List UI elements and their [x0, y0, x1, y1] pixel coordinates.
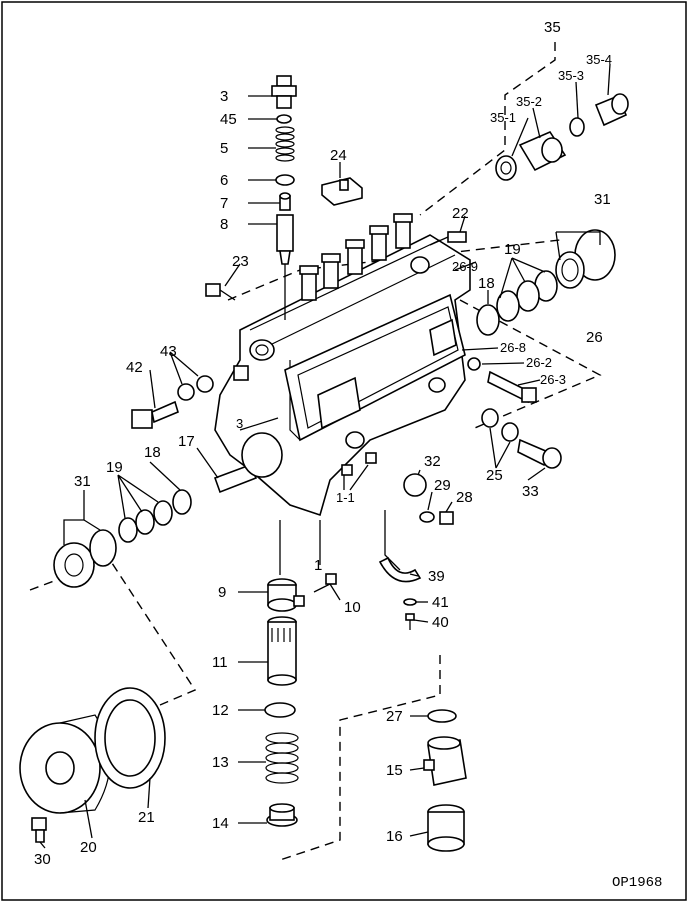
part-13-spring [265, 732, 299, 784]
callout-9: 9 [218, 584, 226, 601]
callout-5: 5 [220, 140, 228, 157]
callout-6: 6 [220, 172, 228, 189]
callout-22: 22 [452, 205, 469, 222]
callout-40: 40 [432, 614, 449, 631]
callout-1: 1 [314, 557, 322, 574]
callout-18-right: 18 [478, 275, 495, 292]
callout-23: 23 [232, 253, 249, 270]
callout-42: 42 [126, 359, 143, 376]
callout-33: 33 [522, 483, 539, 500]
part-15-tappet [423, 736, 467, 786]
callout-26-8: 26-8 [500, 340, 526, 355]
part-21-gasket [94, 687, 166, 789]
callout-35-3: 35-3 [558, 68, 584, 83]
callout-39: 39 [428, 568, 445, 585]
callout-26-2: 26-2 [526, 355, 552, 370]
callout-13: 13 [212, 754, 229, 771]
part-33-banjo-bolt [517, 438, 562, 469]
part-10-screw [313, 573, 337, 593]
part-17-camshaft [213, 417, 283, 494]
part-35-assembly [495, 93, 629, 181]
callout-26: 26 [586, 329, 603, 346]
part-30-bolt [31, 817, 47, 843]
callout-18-left: 18 [144, 444, 161, 461]
part-43-washers [177, 365, 249, 401]
part-29-washer [419, 511, 435, 523]
callout-12: 12 [212, 702, 229, 719]
callout-25: 25 [486, 467, 503, 484]
callout-27: 27 [386, 708, 403, 725]
callout-19-right: 19 [504, 241, 521, 258]
part-12-washer [264, 702, 296, 718]
callout-19-left: 19 [106, 459, 123, 476]
part-25-washers [481, 408, 519, 442]
part-9-control-sleeve [267, 578, 305, 612]
part-32-o-ring [403, 473, 427, 497]
part-18-washer-left [172, 489, 192, 515]
callout-3: 3 [220, 88, 228, 105]
callout-21: 21 [138, 809, 155, 826]
part-6-gasket [275, 174, 295, 186]
callout-16: 16 [386, 828, 403, 845]
part-5-spring [275, 126, 295, 162]
callout-35-4: 35-4 [586, 52, 612, 67]
callout-35-2: 35-2 [516, 94, 542, 109]
callout-17: 17 [178, 433, 195, 450]
drawing-code: OP1968 [612, 875, 662, 891]
callout-14: 14 [212, 815, 229, 832]
part-31-timer-gear-left [53, 529, 117, 588]
callout-30: 30 [34, 851, 51, 868]
callout-26-3: 26-3 [540, 372, 566, 387]
callout-7: 7 [220, 195, 228, 212]
part-40-screw [405, 613, 415, 630]
callout-10: 10 [344, 599, 361, 616]
callout-28: 28 [456, 489, 473, 506]
part-8-valve-seat [276, 214, 294, 320]
part-41-washer [403, 598, 417, 606]
part-28-nut [439, 511, 454, 525]
part-26-3-bolt [487, 370, 537, 404]
part-31-timer-gear-right [555, 229, 616, 289]
part-42-bolt [131, 400, 179, 429]
part-27-washer [427, 709, 457, 723]
part-18-washer-right [476, 304, 500, 336]
part-26-2-washer [467, 357, 481, 371]
callout-8: 8 [220, 216, 228, 233]
callout-20: 20 [80, 839, 97, 856]
callout-labels: 35 35-4 35-3 35-2 35-1 3 45 5 6 7 8 24 2… [34, 19, 612, 868]
delivery-valve-holders [299, 213, 413, 301]
callout-41: 41 [432, 594, 449, 611]
part-22-stud [429, 231, 467, 246]
callout-35-1: 35-1 [490, 110, 516, 125]
part-11-plunger-barrel [267, 616, 297, 686]
part-7-valve [279, 192, 291, 211]
part-16-tappet-roller [427, 804, 465, 852]
part-39-bracket [378, 556, 422, 583]
callout-31-left: 31 [74, 473, 91, 490]
callout-15: 15 [386, 762, 403, 779]
callout-3-housing: 3 [236, 416, 243, 431]
part-45-o-ring [276, 114, 292, 124]
part-19-shims-right [496, 270, 558, 322]
callout-43: 43 [160, 343, 177, 360]
callout-26-9: 26-9 [452, 259, 478, 274]
part-24-clamp [321, 177, 363, 206]
part-19-shims-left [118, 500, 173, 543]
part-23-bolt [205, 283, 236, 301]
callout-1-1: 1-1 [336, 490, 355, 505]
part-3-delivery-valve-holder [271, 75, 297, 109]
callout-45: 45 [220, 111, 237, 128]
callout-24: 24 [330, 147, 347, 164]
leader-lines [39, 63, 611, 849]
callout-11: 11 [212, 654, 228, 671]
callout-31-right: 31 [594, 191, 611, 208]
callout-35: 35 [544, 19, 561, 36]
callout-29: 29 [434, 477, 451, 494]
part-1-1-studs [341, 452, 377, 476]
part-14-spring-seat [266, 803, 298, 827]
callout-32: 32 [424, 453, 441, 470]
